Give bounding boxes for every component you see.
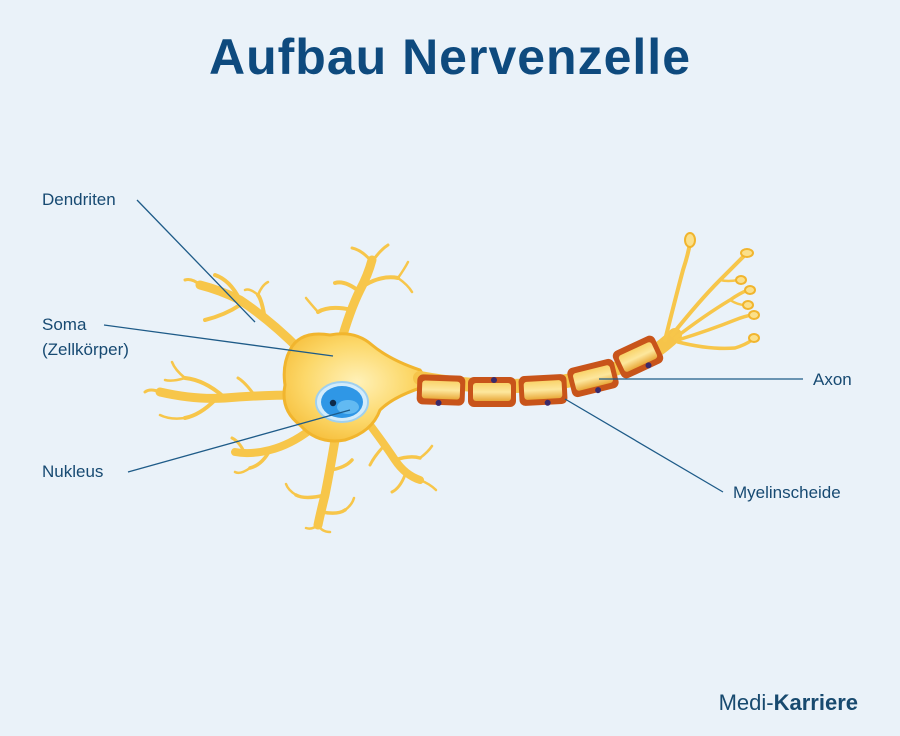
axon-terminal-buttons <box>684 232 760 343</box>
nucleolus <box>329 399 337 407</box>
label-nukleus: Nukleus <box>42 462 104 481</box>
label-soma: Soma <box>42 315 87 334</box>
leader-lines <box>103 199 803 493</box>
label-axon: Axon <box>813 370 852 389</box>
myelin-sheath <box>416 335 664 407</box>
leader-nukleus <box>127 409 351 473</box>
page-title: Aufbau Nervenzelle <box>208 29 691 85</box>
brand-logo: Medi-Karriere <box>719 690 858 716</box>
myelin-segment-3 <box>518 374 568 406</box>
myelin-segment-5 <box>612 335 664 379</box>
leader-soma <box>103 324 334 357</box>
label-dendriten: Dendriten <box>42 190 116 209</box>
dendrites <box>143 243 438 534</box>
label-soma-sub: (Zellkörper) <box>42 340 129 359</box>
leader-dendriten <box>136 199 256 323</box>
logo-part-1: Medi- <box>718 690 774 715</box>
myelin-segment-1 <box>416 374 466 406</box>
label-myelin: Myelinscheide <box>733 483 841 502</box>
myelin-segment-2 <box>468 377 516 407</box>
logo-part-2: Karriere <box>773 690 858 715</box>
axon-terminals <box>663 241 754 351</box>
myelin-segment-4 <box>567 358 619 398</box>
leader-myelin <box>564 398 724 493</box>
nucleus-highlight <box>337 400 359 414</box>
